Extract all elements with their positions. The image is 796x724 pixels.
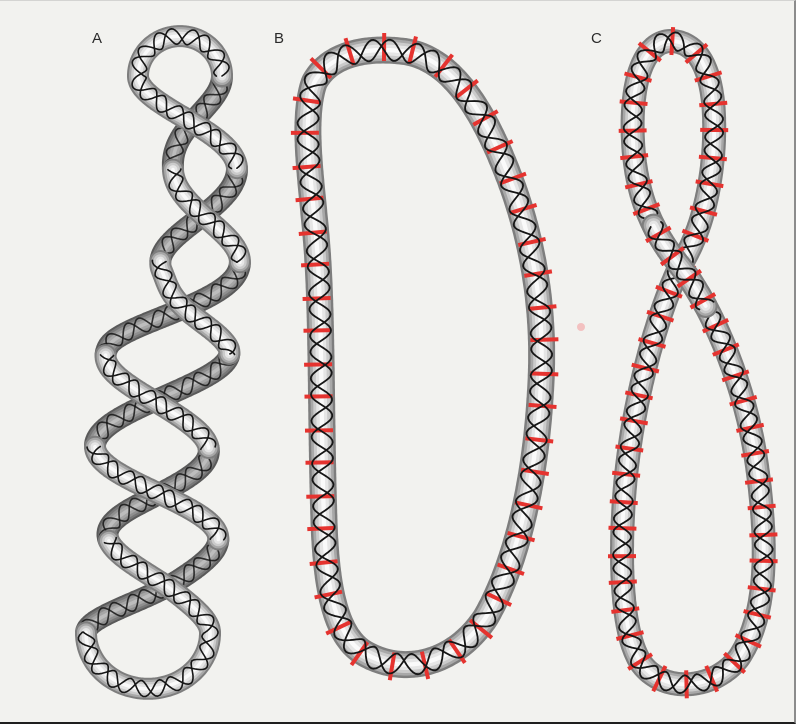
red-marker: [750, 561, 778, 562]
dna-tube-segment: [608, 27, 778, 698]
red-marker: [303, 298, 331, 299]
dna-tube-segment: [291, 33, 559, 680]
red-marker: [307, 528, 335, 529]
red-marker: [304, 330, 332, 331]
red-marker: [306, 462, 334, 463]
panel-a-supercoiled-dna: [78, 29, 245, 697]
panel-label-a: A: [92, 31, 102, 47]
red-marker: [748, 506, 776, 509]
panel-label-c: C: [591, 31, 602, 47]
panel-c-figure-eight-dna: [608, 27, 778, 698]
red-marker: [686, 670, 687, 698]
red-marker: [530, 373, 558, 374]
ink-smudge: [577, 323, 585, 331]
red-marker: [529, 306, 557, 309]
red-marker: [304, 364, 332, 365]
panel-b-relaxed-circular-dna: [291, 33, 559, 680]
red-marker: [619, 130, 647, 131]
panel-label-b: B: [274, 31, 284, 47]
